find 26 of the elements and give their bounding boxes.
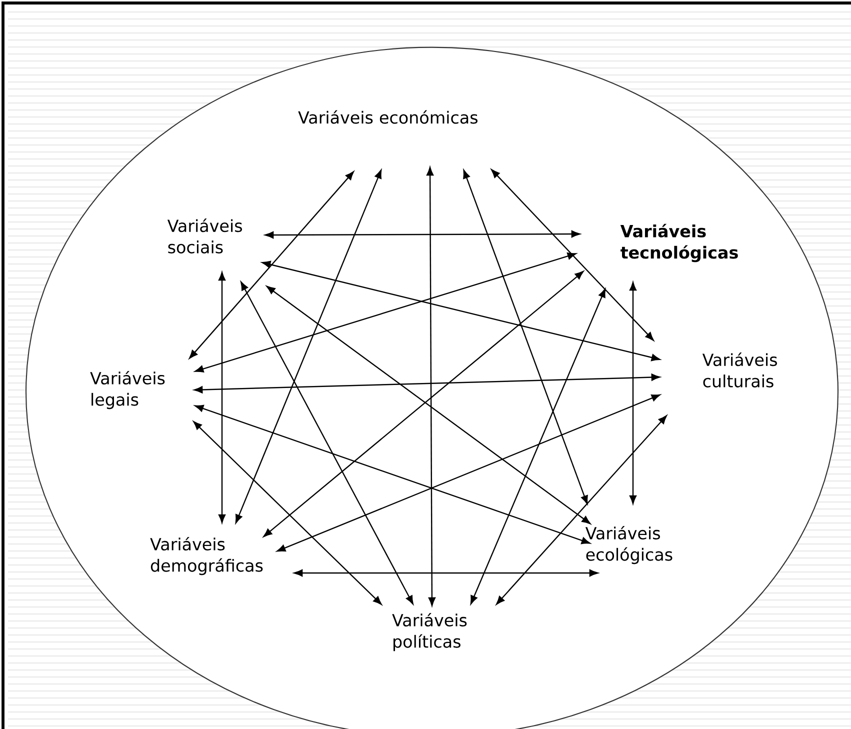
variable-label: Variáveis culturais xyxy=(702,352,777,388)
double-arrow xyxy=(193,421,382,605)
double-arrow xyxy=(218,272,226,524)
double-arrow xyxy=(496,415,667,605)
double-arrow xyxy=(491,169,654,341)
double-arrow xyxy=(629,282,637,504)
double-arrow xyxy=(235,170,382,524)
double-arrow xyxy=(262,260,660,362)
variable-label: Variáveis tecnológicas xyxy=(620,224,738,262)
variable-label: Variáveis sociais xyxy=(167,218,242,254)
variable-label: Variáveis políticas xyxy=(392,612,467,652)
double-arrow xyxy=(240,282,414,604)
double-arrow xyxy=(194,374,660,394)
double-arrow xyxy=(194,404,590,544)
double-arrow xyxy=(264,230,580,239)
double-arrow xyxy=(294,569,598,577)
double-arrow xyxy=(426,166,436,606)
double-arrow xyxy=(189,171,354,359)
variable-label: Variáveis demográficas xyxy=(150,536,263,576)
double-arrow xyxy=(463,170,588,504)
variable-label: Variáveis ecológicas xyxy=(585,526,672,564)
double-arrow xyxy=(194,252,576,372)
double-arrow xyxy=(276,394,660,552)
variable-label: Variáveis económicas xyxy=(298,110,478,124)
variable-label: Variáveis legais xyxy=(90,370,165,410)
double-arrow xyxy=(470,288,606,604)
